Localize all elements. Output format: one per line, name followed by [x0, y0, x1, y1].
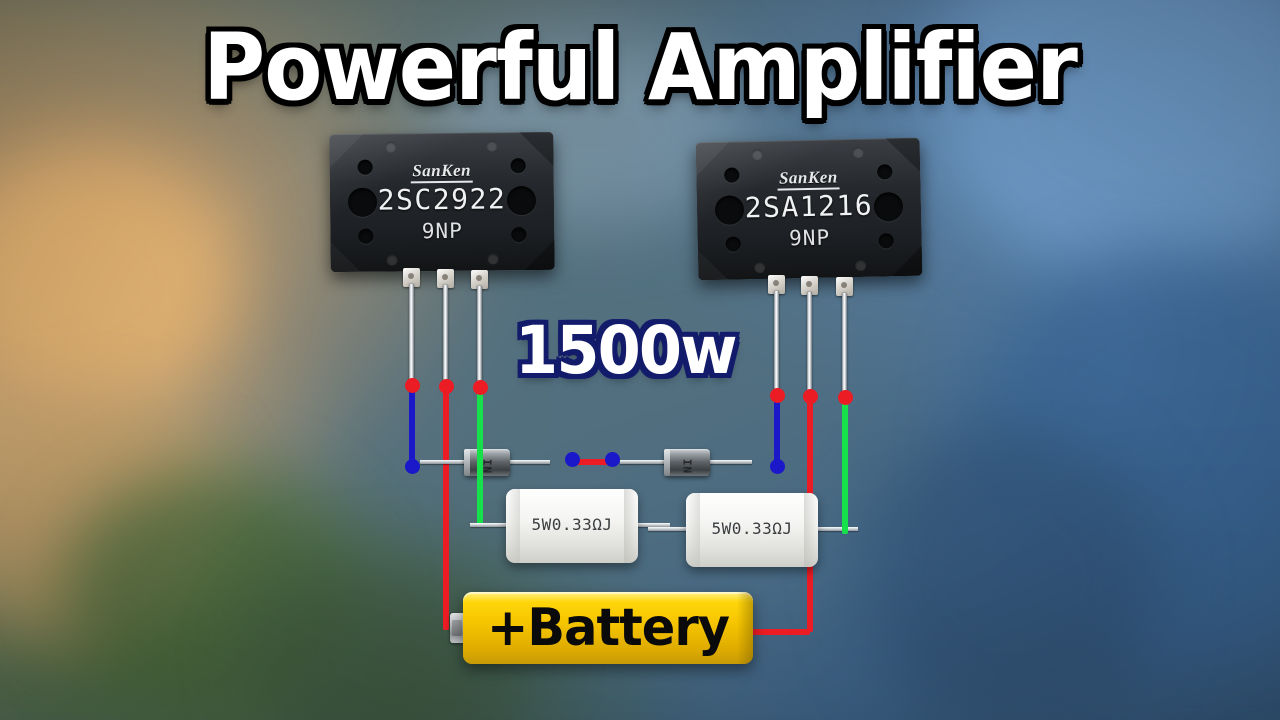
diode-left: IN — [420, 445, 550, 479]
diode-lead-left — [420, 460, 466, 464]
bevel-bottom-left — [697, 249, 729, 281]
resistor-lead-left — [470, 523, 512, 527]
diode-lead-right — [710, 460, 752, 464]
transistor-left-2sc2922: SanKen 2SC2922 9NP — [329, 131, 555, 273]
resistor-lead-right — [816, 527, 858, 531]
wire-green-left-overlay — [477, 440, 483, 526]
bokeh-blob — [860, 430, 1160, 720]
wire-red-left-to-battery — [443, 386, 449, 630]
diode-lead-right — [508, 460, 550, 464]
wire-green-right-overlay — [842, 470, 848, 534]
resistor-lead-left — [648, 527, 692, 531]
bevel-bottom-right — [524, 239, 555, 271]
node-red — [838, 390, 853, 405]
resistor-value-label: 5W0.33ΩJ — [531, 515, 613, 534]
resistor-right: 5W0.33ΩJ — [648, 493, 858, 567]
node-red — [473, 380, 488, 395]
dimple-icon — [852, 146, 864, 159]
diode-body: IN — [464, 449, 510, 476]
diode-right: IN — [620, 445, 752, 479]
transistor-right-pin-1 — [774, 291, 779, 396]
node-blue — [405, 459, 420, 474]
bevel-bottom-right — [891, 245, 923, 277]
node-red — [439, 379, 454, 394]
node-red — [803, 389, 818, 404]
diode-lead-left — [620, 460, 666, 464]
wire-red-center-link — [572, 459, 612, 465]
transistor-left-pin-3 — [477, 286, 482, 386]
pin-head-icon — [768, 275, 785, 294]
dimple-icon — [751, 148, 763, 161]
lot-code-label: 9NP — [788, 225, 831, 251]
diode-cathode-band — [664, 449, 670, 476]
node-blue — [770, 459, 785, 474]
transistor-right-pin-3 — [842, 293, 847, 398]
pin-head-icon — [437, 269, 454, 288]
transistor-left-pin-1 — [409, 284, 414, 386]
brand-logo-text: SanKen — [776, 167, 840, 191]
dimple-icon — [754, 261, 766, 274]
diode-cathode-band — [464, 449, 470, 476]
battery-label: +Battery — [486, 598, 730, 658]
resistor-value-label: 5W0.33ΩJ — [711, 519, 793, 538]
dimple-icon — [487, 253, 499, 265]
wire-blue-right — [774, 396, 780, 466]
part-number-label: 2SA1216 — [744, 188, 874, 225]
transistor-right-pin-2 — [807, 292, 812, 397]
resistor-body: 5W0.33ΩJ — [506, 489, 638, 563]
wire-blue-left — [409, 386, 415, 466]
pin-head-icon — [471, 270, 488, 289]
dimple-icon — [486, 140, 498, 152]
bokeh-blob — [0, 150, 240, 410]
resistor-left: 5W0.33ΩJ — [470, 489, 670, 563]
node-blue — [565, 452, 580, 467]
brand-logo: SanKen — [330, 160, 554, 184]
node-red — [405, 378, 420, 393]
brand-logo-text: SanKen — [410, 160, 474, 184]
pin-head-icon — [836, 277, 853, 296]
transistor-left-pin-2 — [443, 285, 448, 386]
node-blue — [605, 452, 620, 467]
lot-code-label: 9NP — [421, 218, 463, 244]
battery-positive-terminal — [450, 613, 465, 643]
diode-body: IN — [664, 449, 710, 476]
resistor-lead-right — [630, 523, 670, 527]
resistor-body: 5W0.33ΩJ — [686, 493, 818, 567]
wire-red-right-to-battery — [750, 629, 810, 635]
part-number-label: 2SC2922 — [377, 182, 507, 217]
dimple-icon — [385, 141, 397, 153]
wire-green-right — [842, 396, 848, 530]
battery-body — [463, 592, 753, 664]
brand-logo: SanKen — [696, 166, 920, 191]
pin-head-icon — [403, 268, 420, 287]
diode-marking: IN — [680, 458, 694, 475]
dimple-icon — [386, 254, 398, 266]
node-red — [770, 388, 785, 403]
page-title: Powerful Amplifier — [203, 14, 1078, 121]
power-badge: 1500w — [515, 312, 737, 389]
bevel-bottom-left — [330, 241, 361, 273]
transistor-right-2sa1216: SanKen 2SA1216 9NP — [695, 137, 923, 281]
dimple-icon — [855, 259, 867, 272]
pin-head-icon — [801, 276, 818, 295]
